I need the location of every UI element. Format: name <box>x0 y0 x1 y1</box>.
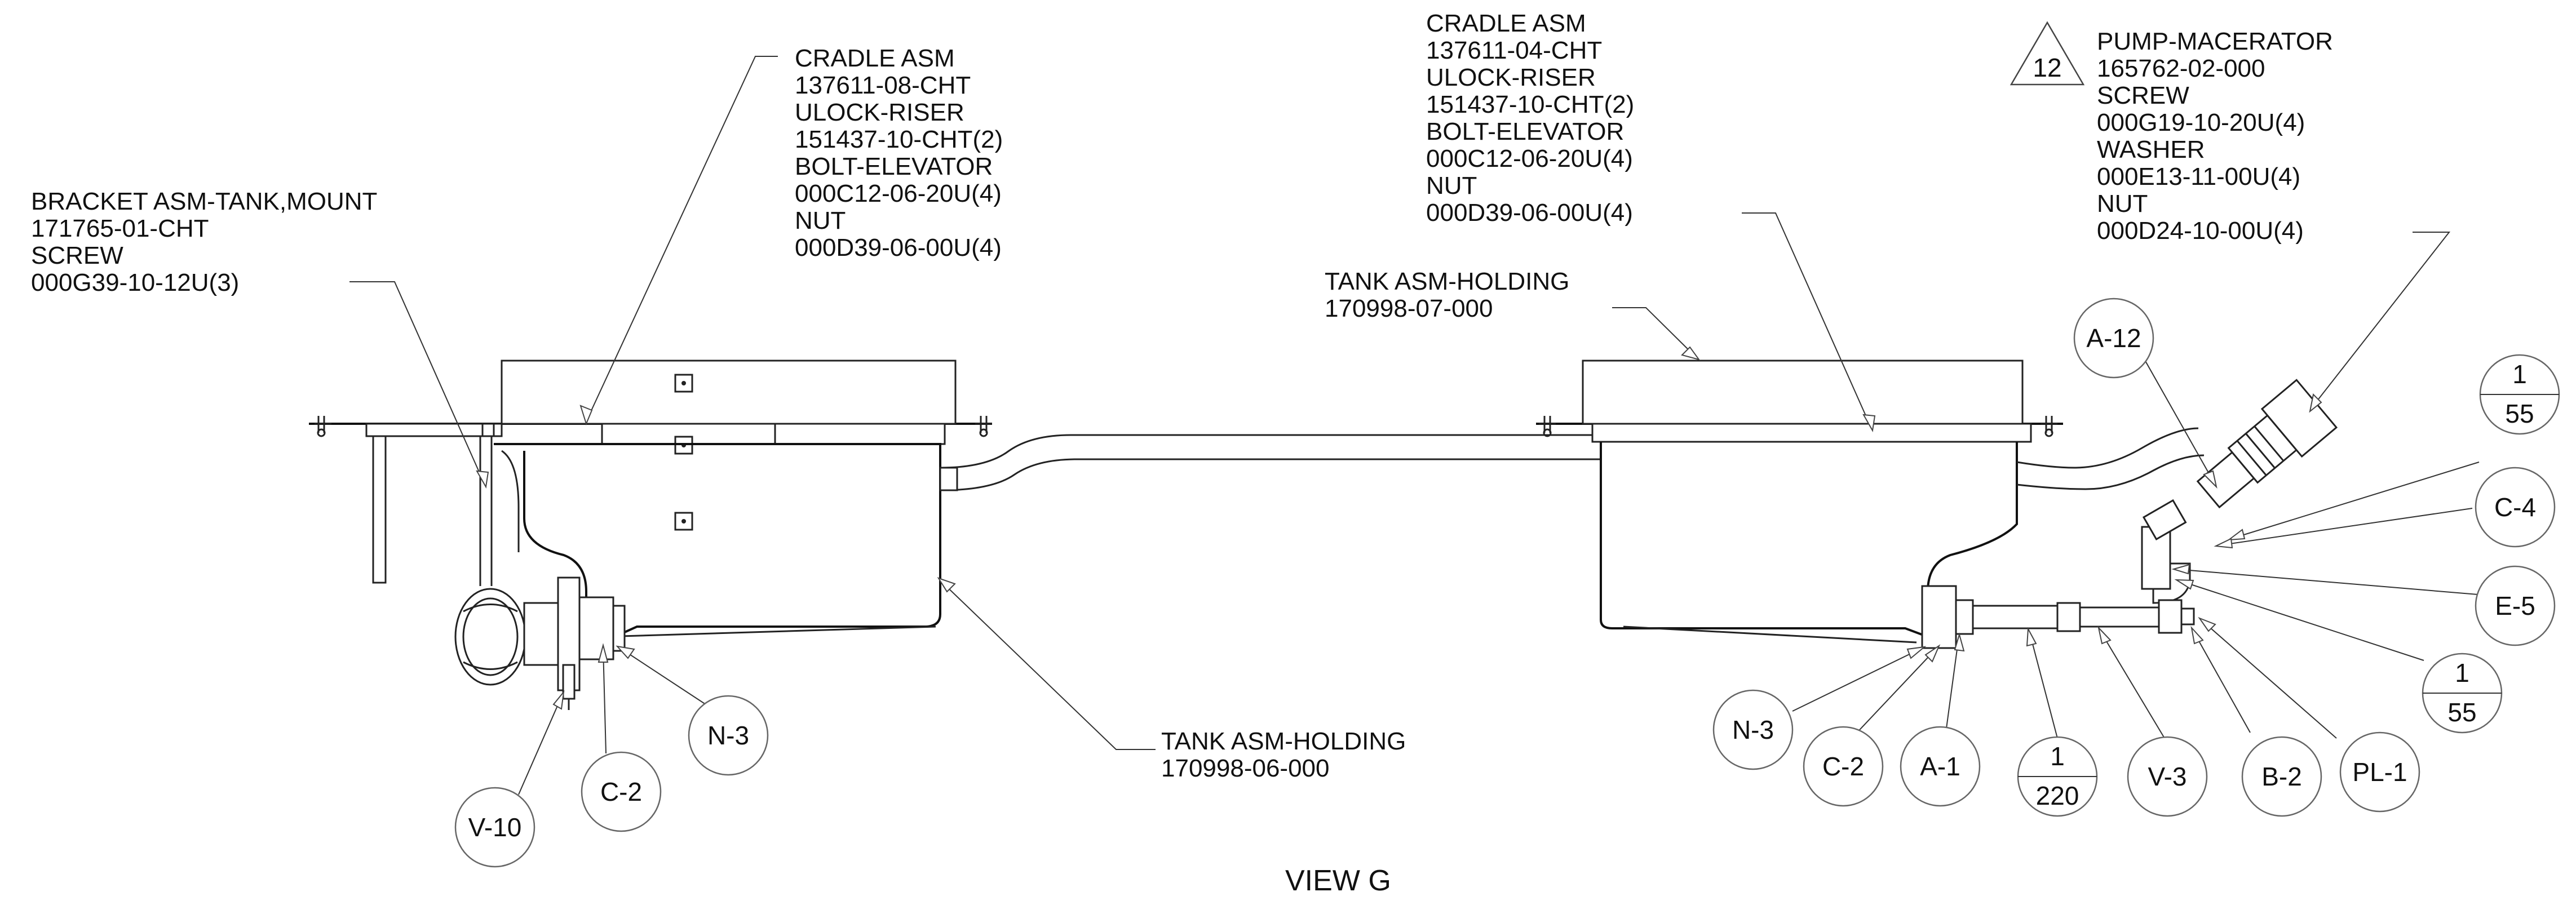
callout-line: TANK ASM-HOLDING <box>1161 727 1406 755</box>
pump-flag-number: 12 <box>2033 53 2061 82</box>
bubble-right-e-5: E-5 <box>2475 565 2556 646</box>
callout-line: NUT <box>795 207 846 234</box>
callout-bracket: BRACKET ASM-TANK,MOUNT 171765-01-CHT SCR… <box>31 188 384 296</box>
callout-line: WASHER <box>2097 136 2205 163</box>
bubble-denominator: 220 <box>2036 781 2079 810</box>
bubble-split-1-220: 1 220 <box>2017 736 2098 817</box>
bubble-numerator: 1 <box>2050 742 2065 771</box>
callout-line: 000G39-10-12U(3) <box>31 269 239 296</box>
bubble-label: C-4 <box>2494 493 2536 522</box>
callout-line: 000D39-06-00U(4) <box>1426 199 1633 227</box>
callout-line: 000D24-10-00U(4) <box>2097 217 2304 245</box>
view-label: VIEW G <box>1285 864 1391 897</box>
callout-line: ULOCK-RISER <box>795 99 964 126</box>
callout-line: 151437-10-CHT(2) <box>1426 91 1634 118</box>
right-tank-assembly <box>1536 360 2338 649</box>
bubble-label: N-3 <box>707 721 749 750</box>
callout-line: CRADLE ASM <box>795 45 955 72</box>
bubble-label: PL-1 <box>2352 757 2407 787</box>
callout-line: TANK ASM-HOLDING <box>1325 268 1569 295</box>
callout-line: 000E13-11-00U(4) <box>2097 163 2300 190</box>
callout-line: 151437-10-CHT(2) <box>795 126 1003 153</box>
bubble-numerator: 1 <box>2512 360 2527 389</box>
callout-cradle-right: CRADLE ASM 137611-04-CHT ULOCK-RISER 151… <box>1426 10 1641 227</box>
bubble-split-1-55-bottom: 1 55 <box>2422 653 2503 734</box>
callout-line: 170998-06-000 <box>1161 755 1329 782</box>
callout-tank-bottom: TANK ASM-HOLDING 170998-06-000 <box>1161 727 1413 782</box>
leader-lines <box>349 56 2480 795</box>
pump-flag-note: 12 <box>2010 21 2085 86</box>
bubble-denominator: 55 <box>2505 399 2534 428</box>
callout-line: 000C12-06-20U(4) <box>1426 145 1633 172</box>
bubble-left-v-10: V-10 <box>454 787 535 868</box>
bubble-left-n-3: N-3 <box>688 695 769 776</box>
bubble-label: V-3 <box>2148 762 2186 791</box>
callout-line: NUT <box>2097 190 2148 218</box>
bubble-label: A-12 <box>2086 323 2141 353</box>
callout-pump: PUMP-MACERATOR 165762-02-000 SCREW 000G1… <box>2097 28 2340 245</box>
callout-line: CRADLE ASM <box>1426 10 1586 37</box>
callout-line: 137611-04-CHT <box>1426 37 1601 64</box>
bubble-label: E-5 <box>2495 591 2535 620</box>
bubble-split-1-55-top: 1 55 <box>2479 354 2560 435</box>
callout-cradle-left: CRADLE ASM 137611-08-CHT ULOCK-RISER 151… <box>795 45 1010 261</box>
callout-line: 170998-07-000 <box>1325 295 1493 322</box>
callout-tank-top: TANK ASM-HOLDING 170998-07-000 <box>1325 268 1577 322</box>
callout-line: 137611-08-CHT <box>795 72 970 99</box>
callout-line: NUT <box>1426 172 1477 199</box>
bubble-left-c-2: C-2 <box>581 751 662 832</box>
callout-line: BOLT-ELEVATOR <box>1426 118 1624 145</box>
bubble-label: C-2 <box>600 777 642 806</box>
bubble-right-pl-1: PL-1 <box>2339 731 2420 813</box>
bubble-right-a-12: A-12 <box>2073 298 2154 379</box>
bubble-right-c-4: C-4 <box>2475 467 2556 548</box>
callout-line: BRACKET ASM-TANK,MOUNT <box>31 188 377 215</box>
callout-line: BOLT-ELEVATOR <box>795 153 993 180</box>
bubble-label: V-10 <box>468 813 522 842</box>
bubble-right-b-2: B-2 <box>2241 736 2322 817</box>
bubble-label: C-2 <box>1822 752 1864 781</box>
bubble-label: N-3 <box>1732 715 1774 744</box>
callout-line: 171765-01-CHT <box>31 215 209 242</box>
bubble-label: A-1 <box>1920 752 1960 781</box>
bubble-right-v-3: V-3 <box>2127 736 2208 817</box>
bubble-right-c-2: C-2 <box>1803 726 1884 807</box>
bubble-numerator: 1 <box>2455 658 2469 687</box>
bubble-right-n-3: N-3 <box>1712 689 1794 770</box>
left-tank-assembly <box>309 360 1601 710</box>
callout-line: 000G19-10-20U(4) <box>2097 109 2305 136</box>
bubble-denominator: 55 <box>2447 698 2476 727</box>
callout-line: SCREW <box>31 242 123 269</box>
callout-line: 165762-02-000 <box>2097 55 2265 82</box>
callout-line: 000D39-06-00U(4) <box>795 234 1002 261</box>
bubble-label: B-2 <box>2261 762 2302 791</box>
bubble-right-a-1: A-1 <box>1900 726 1981 807</box>
callout-line: ULOCK-RISER <box>1426 64 1596 91</box>
callout-line: 000C12-06-20U(4) <box>795 180 1002 207</box>
callout-line: PUMP-MACERATOR <box>2097 28 2333 55</box>
callout-line: SCREW <box>2097 82 2189 109</box>
